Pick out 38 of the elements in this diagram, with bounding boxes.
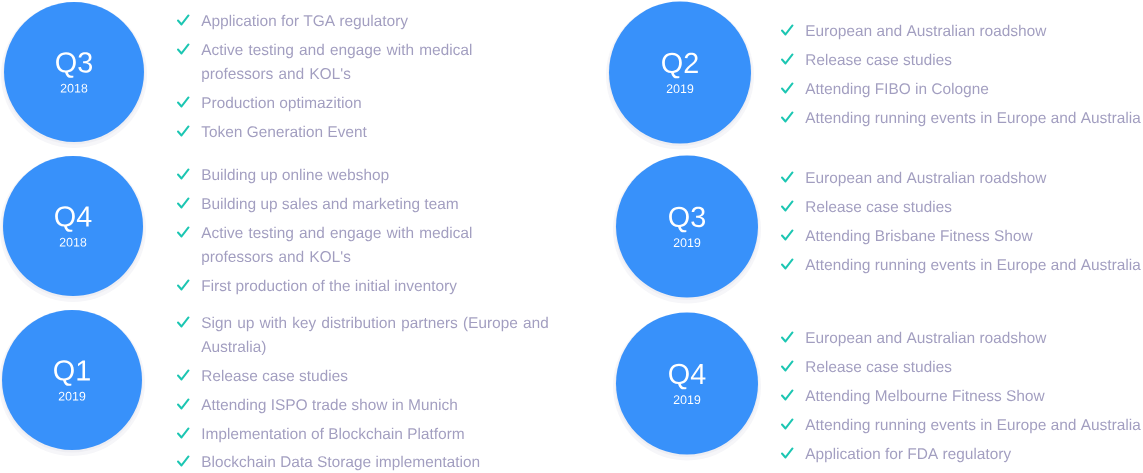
- checklist-item: Attending running events in Europe and Australia: [805, 418, 1141, 434]
- checklist-item: Attending Brisbane Fitness Show: [805, 229, 1033, 245]
- checklist-item: Release case studies: [806, 53, 952, 66]
- checklist-item: Release case studies: [806, 200, 952, 213]
- checklist-item: European and Australian roadshow: [806, 24, 1047, 40]
- year-label: 2019: [666, 84, 694, 94]
- checklist-item: Active testing and engage with medical professors and KOL's: [201, 226, 472, 266]
- checklist-item: Release case studies: [806, 360, 952, 373]
- year-label: 2018: [59, 237, 87, 247]
- checklist-item: Attending running events in Europe and Australia: [805, 111, 1141, 127]
- year-label: 2019: [673, 238, 701, 248]
- checklist-item: First production of the initial inventory: [202, 279, 457, 295]
- checklist-item: Release case studies: [202, 369, 348, 382]
- checklist-item: Attending FIBO in Cologne: [805, 82, 989, 98]
- checklist-item: Implementation of Blockchain Platform: [202, 427, 464, 443]
- quarter-label: Q4: [55, 206, 92, 232]
- checklist-item: Sign up with key distribution partners (Europe and Australia): [201, 316, 548, 356]
- quarter-label: Q3: [669, 206, 705, 233]
- year-label: 2018: [60, 83, 88, 93]
- year-label: 2019: [673, 395, 701, 405]
- quarter-label: Q1: [54, 360, 90, 386]
- quarter-label: Q4: [669, 363, 706, 390]
- checklist-item: Building up sales and marketing team: [202, 197, 458, 213]
- checklist-item: Building up online webshop: [202, 168, 389, 184]
- checklist-item: Attending ISPO trade show in Munich: [201, 398, 457, 414]
- checklist-item: European and Australian roadshow: [806, 171, 1047, 187]
- checklist-item: Token Generation Event: [201, 125, 367, 138]
- year-label: 2019: [58, 391, 86, 401]
- quarter-label: Q2: [662, 52, 698, 79]
- checklist-item: Blockchain Data Storage implementation: [202, 455, 480, 471]
- checklist-item: Active testing and engage with medical professors and KOL's: [201, 43, 472, 83]
- checklist-item: Application for FDA regulatory: [805, 447, 1012, 463]
- checklist-item: Application for TGA regulatory: [201, 14, 408, 30]
- checklist-item: European and Australian roadshow: [806, 331, 1047, 347]
- checklist-item: Attending running events in Europe and Australia: [805, 258, 1141, 274]
- checklist-item: Production optimazition: [202, 96, 361, 112]
- checklist-item: Attending Melbourne Fitness Show: [805, 389, 1045, 405]
- quarter-label: Q3: [56, 52, 92, 78]
